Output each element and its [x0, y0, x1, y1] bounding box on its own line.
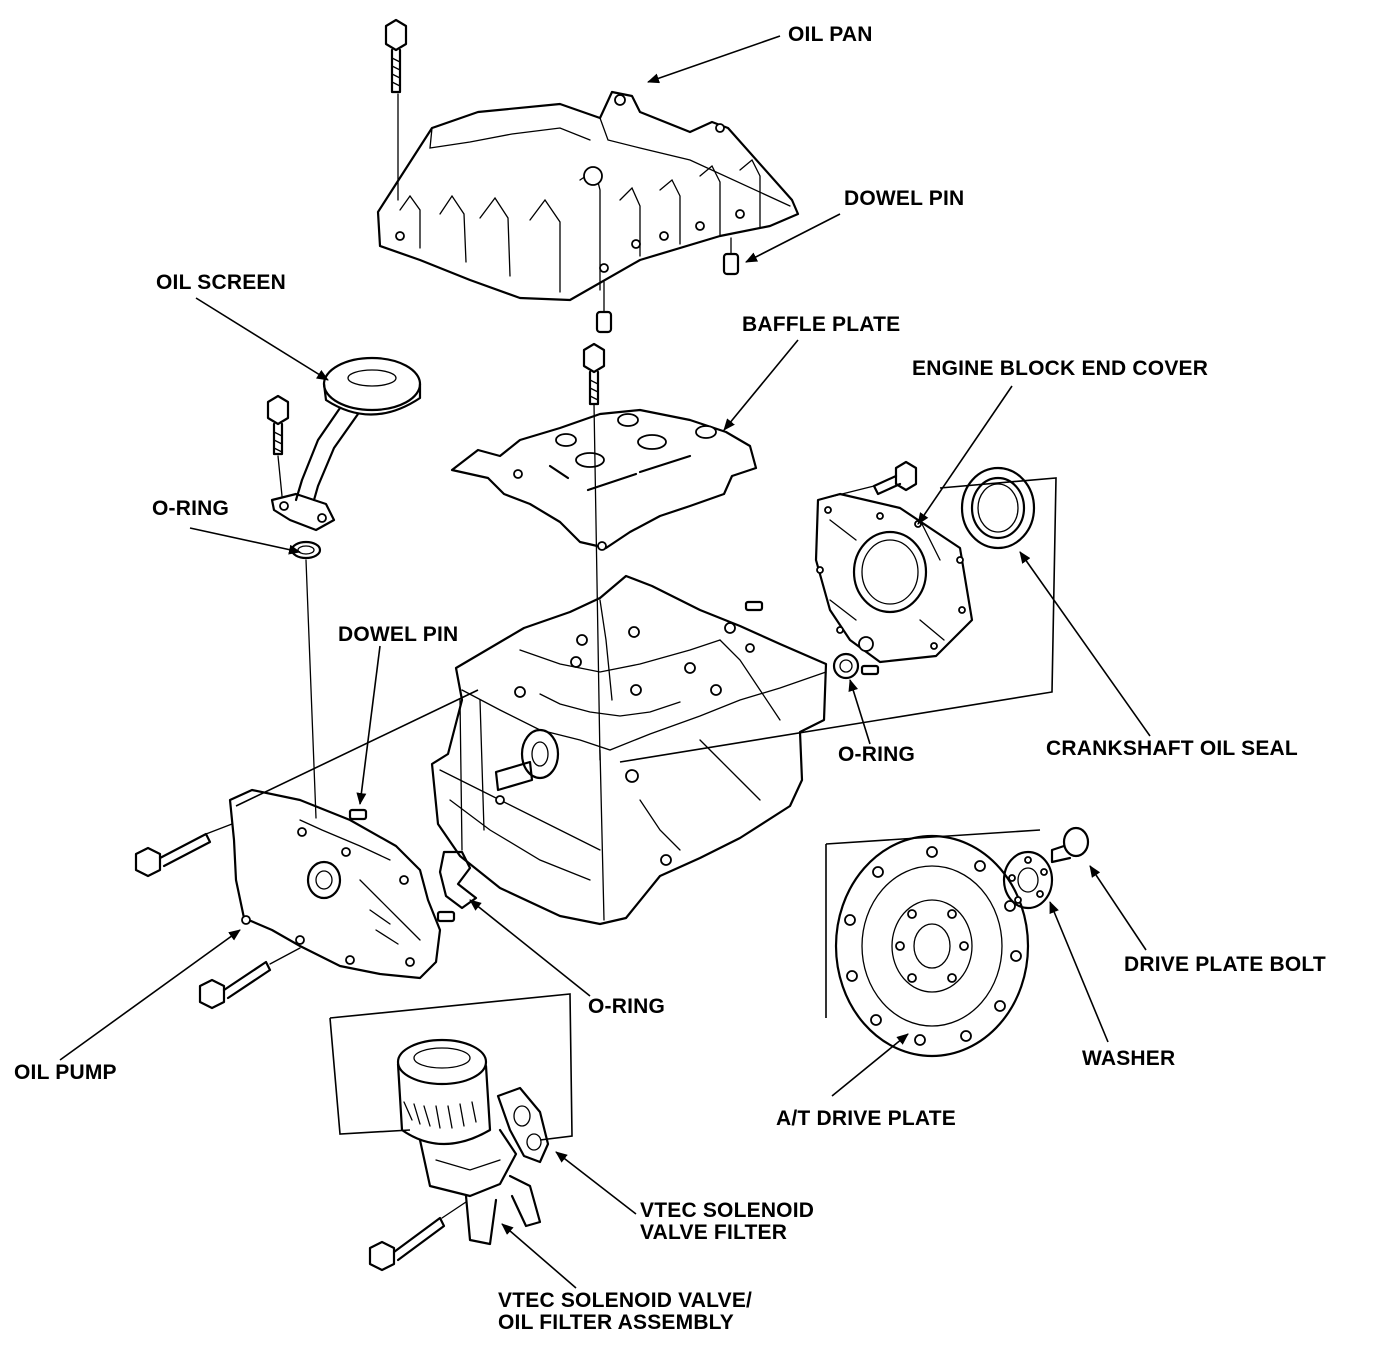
oil-screen-bolt — [266, 394, 290, 497]
drive-plate-bolt-part — [1050, 826, 1090, 864]
dowel-pin-mid-part — [348, 808, 456, 923]
label-o-ring-left: O-RING — [152, 497, 230, 520]
baffle-plate-bolt — [582, 342, 606, 761]
label-washer: WASHER — [1082, 1047, 1176, 1070]
vtec-solenoid-filter-part — [496, 1086, 550, 1164]
oil-screen — [270, 356, 422, 532]
label-o-ring-mid: O-RING — [838, 743, 916, 766]
label-vtec-assembly-line2: OIL FILTER ASSEMBLY — [498, 1311, 734, 1334]
bracket-filter-right — [329, 993, 573, 1141]
oil-pan-bolt — [384, 18, 408, 201]
dowel-pin-center — [595, 281, 613, 334]
o-ring-bottom-part — [438, 850, 478, 910]
oil-pump-bolts — [134, 823, 301, 1010]
dowel-pin-right — [722, 237, 740, 276]
washer-part — [1002, 850, 1054, 910]
label-dowel-pin-top: DOWEL PIN — [844, 187, 965, 210]
label-oil-screen: OIL SCREEN — [156, 271, 286, 294]
at-drive-plate — [834, 834, 1030, 1058]
bracket-filter-left — [329, 1017, 411, 1135]
bracket-right — [619, 477, 1057, 763]
end-cover-bolt — [817, 460, 918, 501]
crankshaft-oil-seal — [960, 466, 1036, 550]
label-engine-block-end-cover: ENGINE BLOCK END COVER — [912, 357, 1209, 380]
label-drive-plate-bolt: DRIVE PLATE BOLT — [1124, 953, 1326, 976]
label-baffle-plate: BAFFLE PLATE — [742, 313, 901, 336]
end-cover-dowels — [744, 600, 880, 676]
engine-block — [430, 574, 828, 926]
label-vtec-assembly-line1: VTEC SOLENOID VALVE/ — [498, 1289, 753, 1312]
leader-lines — [59, 35, 1151, 1289]
label-crankshaft-oil-seal: CRANKSHAFT OIL SEAL — [1046, 737, 1298, 760]
engine-block-end-cover — [814, 492, 974, 664]
label-vtec-filter-line1: VTEC SOLENOID — [640, 1199, 815, 1222]
filter-assembly-bolt — [368, 1201, 467, 1272]
label-oil-pan: OIL PAN — [788, 23, 873, 46]
label-o-ring-bottom: O-RING — [588, 995, 666, 1018]
o-ring-mid-part — [832, 652, 860, 680]
oil-filter-assembly — [396, 1038, 542, 1246]
bracket-drive-plate-top — [825, 829, 1041, 845]
label-vtec-filter-line2: VALVE FILTER — [640, 1221, 788, 1244]
baffle-plate — [450, 408, 758, 551]
oil-pan — [376, 90, 800, 302]
label-oil-pump: OIL PUMP — [14, 1061, 117, 1084]
oil-pump — [228, 788, 442, 980]
label-dowel-pin-mid: DOWEL PIN — [338, 623, 459, 646]
bracket-oil-pump — [235, 689, 479, 807]
label-at-drive-plate: A/T DRIVE PLATE — [776, 1107, 956, 1130]
